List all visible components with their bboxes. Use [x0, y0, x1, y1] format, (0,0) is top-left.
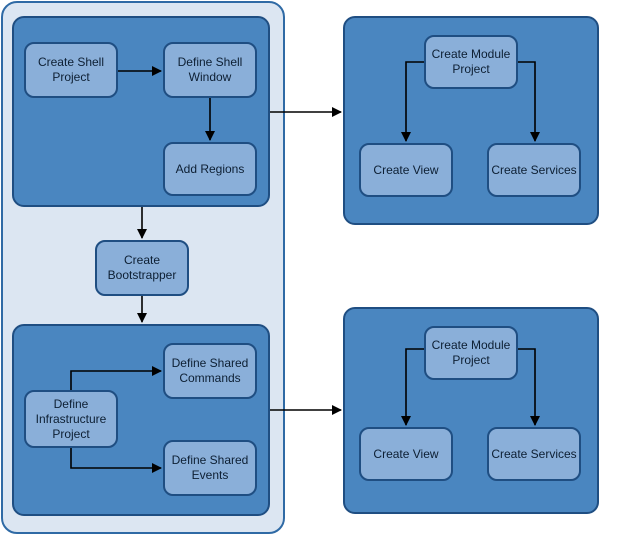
arrow-module-project-to-view-1 — [401, 61, 424, 142]
define-shared-commands-node: Define Shared Commands — [163, 343, 257, 399]
create-services-node: Create Services — [487, 143, 581, 197]
create-view-node: Create View — [359, 427, 453, 481]
create-shell-project-node: Create Shell Project — [24, 42, 118, 98]
create-module-project-node: Create Module Project — [424, 326, 518, 380]
arrow-module-project-to-view-2 — [401, 348, 424, 426]
arrow-infrastructure-to-shared-events — [70, 448, 162, 473]
add-regions-node: Add Regions — [163, 142, 257, 196]
arrow-infrastructure-to-shared-commands — [70, 366, 162, 390]
create-services-node: Create Services — [487, 427, 581, 481]
create-module-project-node: Create Module Project — [424, 35, 518, 89]
define-shell-window-node: Define Shell Window — [163, 42, 257, 98]
define-infrastructure-project-node: Define Infrastructure Project — [24, 390, 118, 448]
arrow-module-project-to-services-2 — [518, 348, 540, 426]
define-shared-events-node: Define Shared Events — [163, 440, 257, 496]
arrow-module-project-to-services-1 — [518, 61, 540, 142]
create-view-node: Create View — [359, 143, 453, 197]
create-bootstrapper-node: Create Bootstrapper — [95, 240, 189, 296]
